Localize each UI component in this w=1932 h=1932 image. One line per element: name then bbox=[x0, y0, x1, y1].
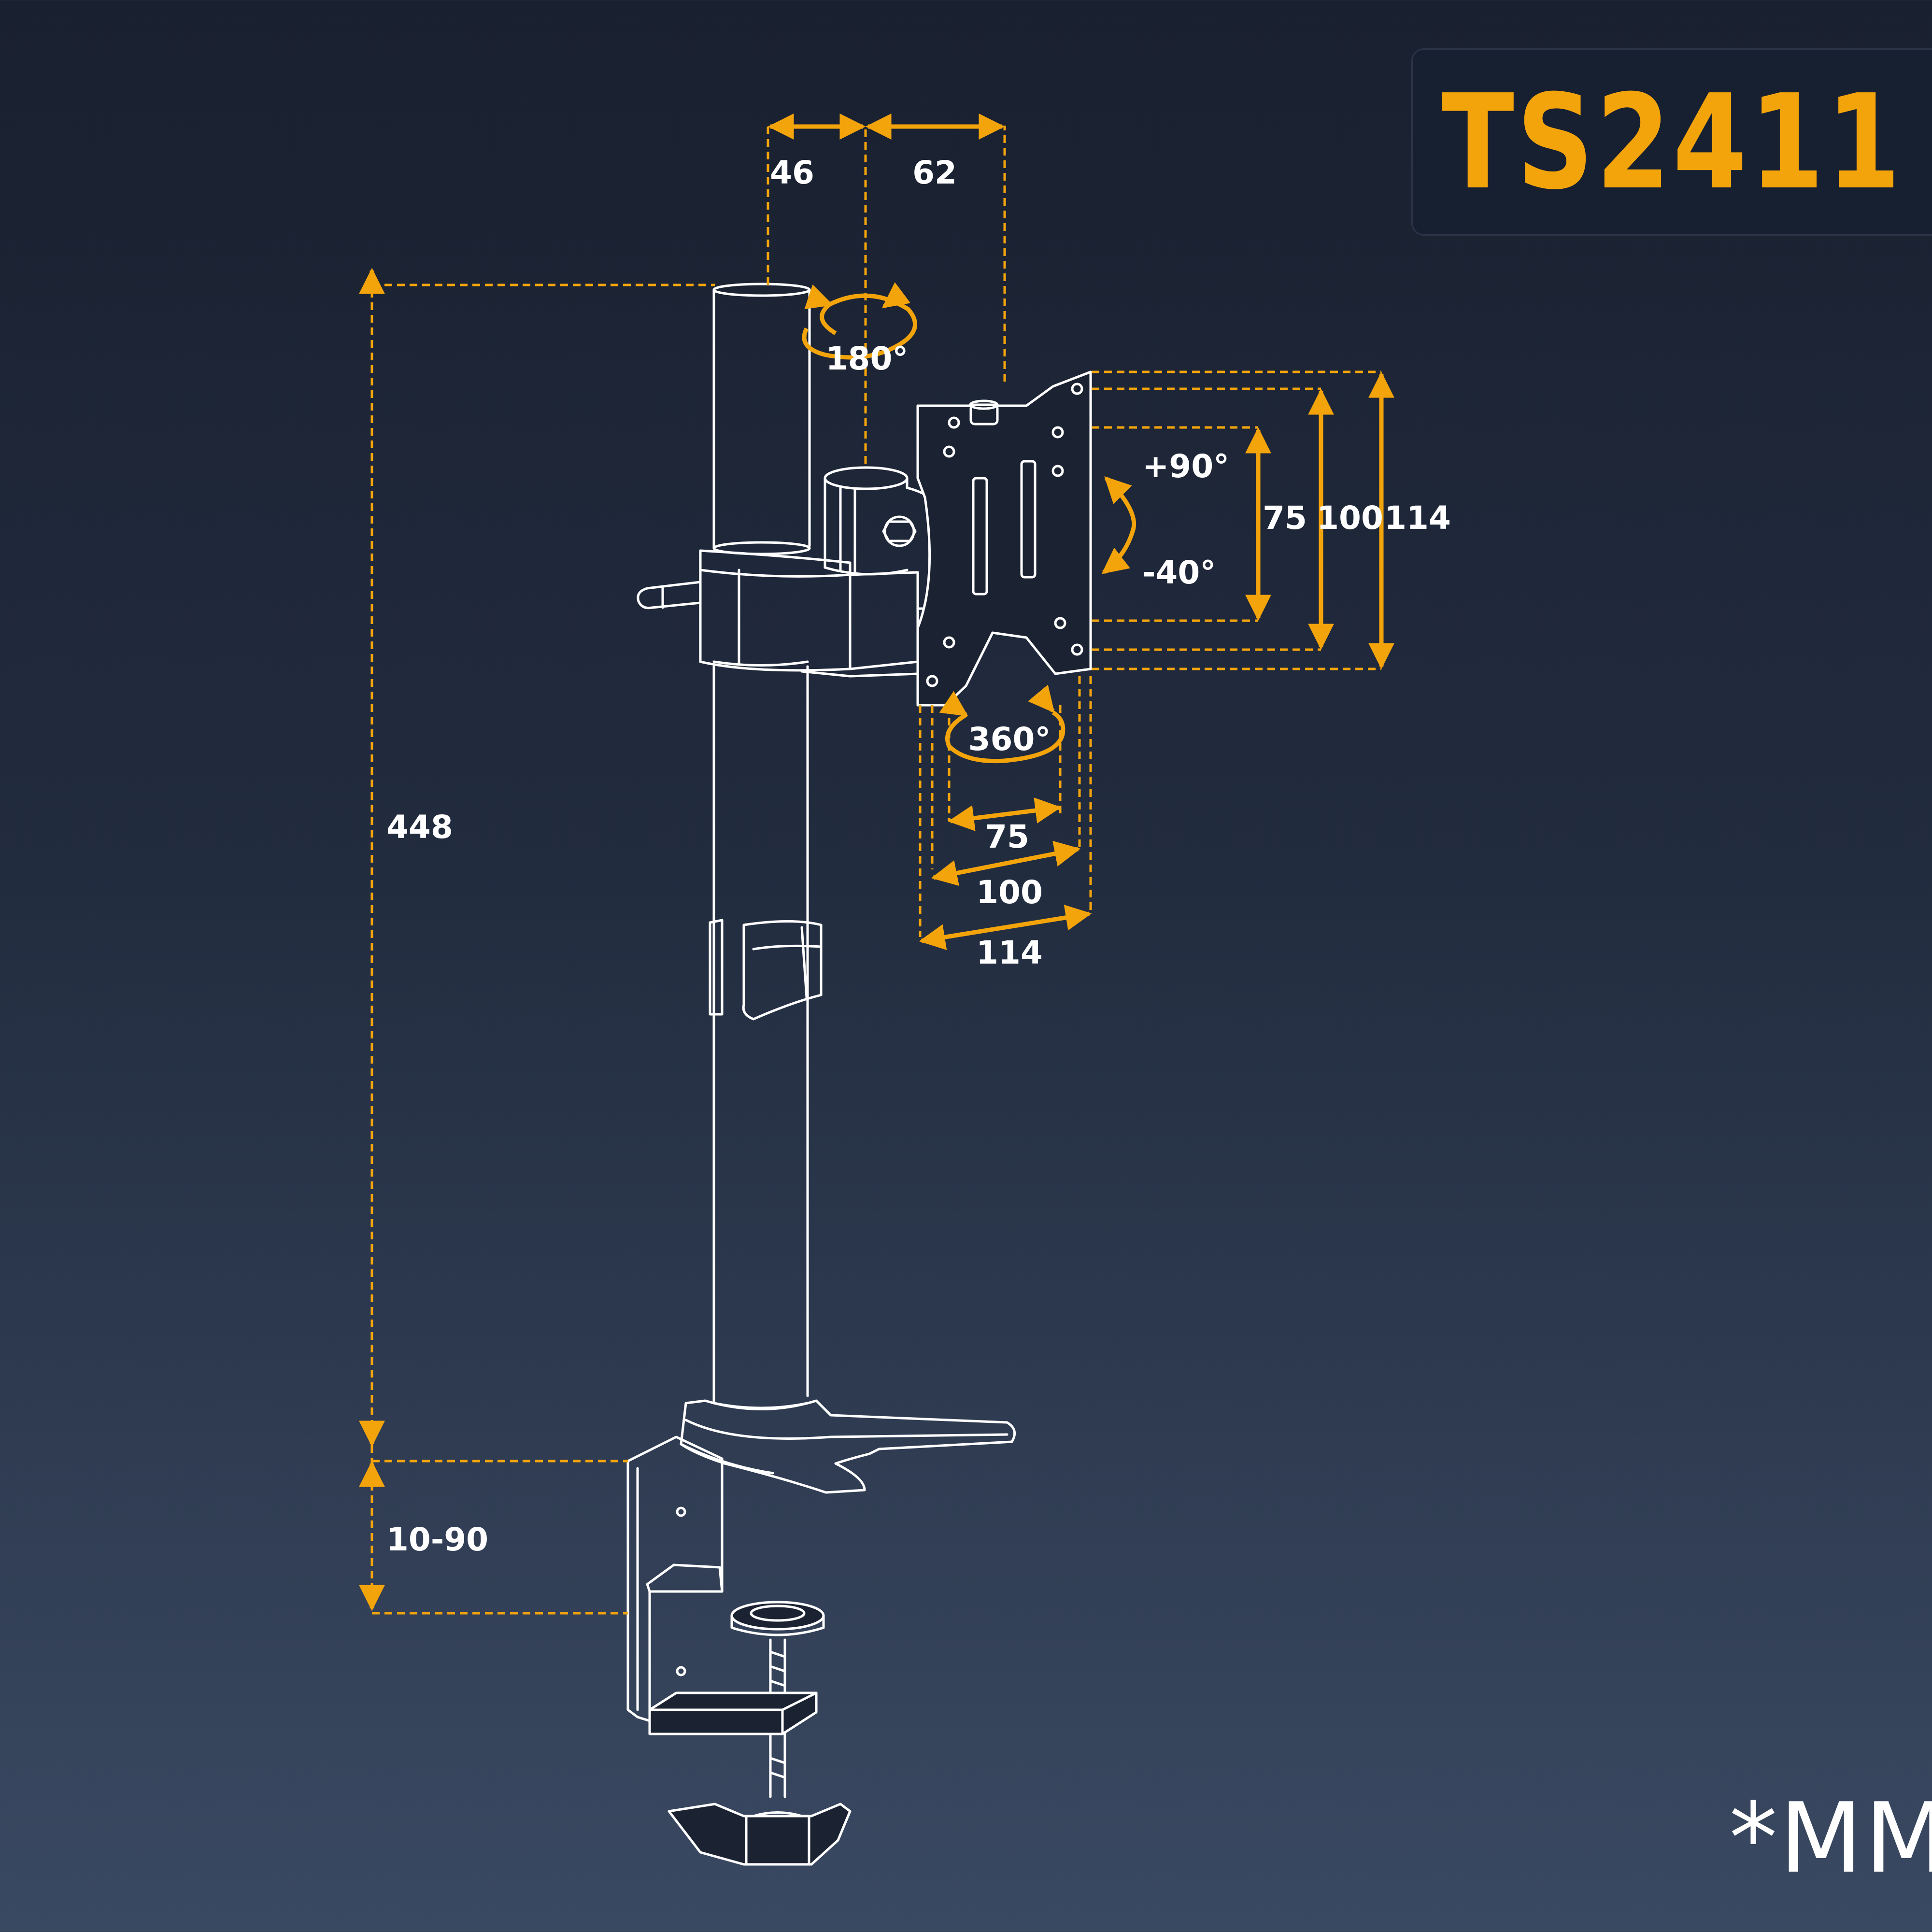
c-clamp bbox=[626, 1435, 852, 1866]
arm-collar bbox=[637, 549, 919, 678]
unit-note: *MM bbox=[1729, 1782, 1932, 1895]
dimension-labels: 46 62 448 10-90 75 100 114 75 100 114 18… bbox=[386, 154, 1451, 1558]
label-62: 62 bbox=[912, 154, 957, 191]
base bbox=[680, 1399, 1016, 1494]
label-46: 46 bbox=[770, 154, 814, 191]
pole bbox=[712, 283, 811, 1409]
model-title: TS2411 bbox=[1441, 66, 1904, 218]
vesa-plate bbox=[916, 370, 1092, 707]
label-tilt-down: -40° bbox=[1142, 554, 1216, 591]
label-tilt-up: +90° bbox=[1142, 448, 1229, 485]
label-horizontal-100: 100 bbox=[976, 874, 1043, 911]
label-vertical-100: 100 bbox=[1317, 499, 1383, 537]
label-10-90: 10-90 bbox=[386, 1521, 488, 1558]
label-vertical-75: 75 bbox=[1263, 499, 1307, 537]
cable-clip bbox=[709, 919, 823, 1021]
label-horizontal-114: 114 bbox=[976, 934, 1043, 971]
mount-drawing bbox=[626, 283, 1092, 1866]
label-448: 448 bbox=[386, 809, 453, 846]
model-badge: TS2411 bbox=[1411, 48, 1932, 236]
label-vertical-114: 114 bbox=[1384, 499, 1451, 537]
dimension-lines bbox=[359, 114, 1394, 1615]
label-horizontal-75: 75 bbox=[985, 818, 1029, 855]
label-swivel-180: 180° bbox=[826, 340, 909, 377]
label-rotate-360: 360° bbox=[968, 721, 1051, 758]
